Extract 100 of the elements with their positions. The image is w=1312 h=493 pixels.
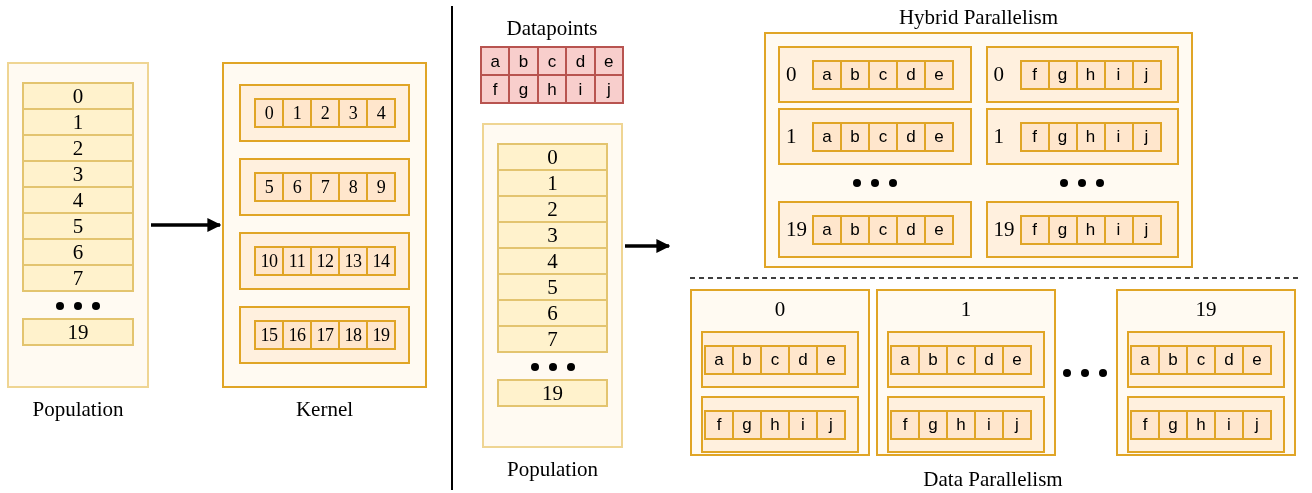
thread-cell: 7	[310, 172, 340, 202]
worker-row	[778, 108, 972, 165]
datapoint-cell: a	[481, 47, 510, 75]
datapoint-cell: a	[704, 344, 734, 375]
datapoint-cell: f	[481, 75, 510, 103]
individual-cell: 2	[497, 195, 608, 223]
datapoint-cell: b	[732, 344, 762, 375]
thread-cell: 18	[338, 320, 368, 350]
batch-row	[1127, 331, 1285, 388]
datapoint-cell: g	[1047, 59, 1078, 90]
datapoint-cell: e	[924, 214, 954, 245]
datapoint-cell: e	[816, 344, 846, 375]
worker-row	[778, 201, 972, 258]
thread-block	[239, 232, 410, 290]
datapoint-cell: j	[1131, 121, 1162, 152]
table-heading: Datapoints	[506, 15, 598, 41]
thread-cell: 11	[282, 246, 312, 276]
datapoint-cell: j	[816, 409, 846, 440]
datapoint-cell: i	[788, 409, 818, 440]
datapoint-cell: j	[594, 75, 623, 103]
thread-block	[239, 158, 410, 216]
datapoint-cell: h	[537, 75, 567, 103]
section-caption: Data Parallelism	[923, 467, 1063, 492]
datapoint-cell: c	[868, 121, 898, 152]
datapoint-cell: i	[1103, 59, 1134, 90]
datapoint-cell: f	[1019, 214, 1050, 245]
datapoint-cell: c	[1186, 344, 1216, 375]
datapoint-cell: g	[732, 409, 762, 440]
individual-cell: 4	[22, 186, 134, 214]
panel-caption: Kernel	[295, 396, 354, 422]
worker-row	[985, 108, 1179, 165]
individual-cell: 5	[22, 212, 134, 240]
datapoint-cell: d	[788, 344, 818, 375]
datapoint-cell: b	[840, 214, 870, 245]
panel-heading: 0	[774, 296, 786, 323]
datapoint-cell: d	[566, 47, 595, 75]
panel-caption: Population	[32, 396, 124, 422]
row-number: 1	[993, 126, 1005, 147]
row-number: 19	[993, 219, 1016, 240]
thread-cell: 2	[310, 98, 340, 128]
datapoint-cell: c	[946, 344, 976, 375]
datapoint-cell: g	[1047, 214, 1078, 245]
individual-cell: 19	[497, 379, 608, 407]
datapoint-cell: b	[840, 59, 870, 90]
individual-cell: 1	[497, 169, 608, 197]
individual-cell: 19	[22, 318, 134, 346]
datapoint-cell: c	[537, 47, 567, 75]
datapoint-cell: h	[1075, 121, 1106, 152]
datapoint-cell: g	[1158, 409, 1188, 440]
row-number: 0	[993, 64, 1005, 85]
datapoint-cell: i	[1103, 121, 1134, 152]
datapoint-cell: b	[918, 344, 948, 375]
datapoint-cell: h	[1075, 59, 1106, 90]
arrow	[151, 218, 222, 232]
panel-heading: 1	[960, 296, 972, 323]
thread-block	[239, 84, 410, 142]
datapoint-cell: i	[566, 75, 595, 103]
datapoint-cell: h	[760, 409, 790, 440]
individual-cell: 5	[497, 273, 608, 301]
worker-panel	[690, 289, 870, 456]
datapoint-cell: h	[1186, 409, 1216, 440]
datapoint-cell: j	[1131, 59, 1162, 90]
individual-cell: 7	[497, 325, 608, 353]
thread-block	[239, 306, 410, 364]
individual-cell: 6	[22, 238, 134, 266]
thread-cell: 19	[366, 320, 396, 350]
thread-cell: 4	[366, 98, 396, 128]
datapoint-cell: d	[896, 121, 926, 152]
datapoint-cell: a	[890, 344, 920, 375]
individual-cell: 2	[22, 134, 134, 162]
individual-cell: 3	[497, 221, 608, 249]
datapoint-cell: d	[1214, 344, 1244, 375]
panel-caption: Population	[507, 456, 598, 482]
datapoint-cell: e	[1242, 344, 1272, 375]
individual-cell: 7	[22, 264, 134, 292]
thread-cell: 5	[254, 172, 284, 202]
thread-cell: 1	[282, 98, 312, 128]
datapoint-cell: j	[1242, 409, 1272, 440]
row-number: 1	[786, 126, 798, 147]
datapoint-cell: i	[974, 409, 1004, 440]
batch-row	[701, 331, 859, 388]
row-number: 19	[786, 219, 808, 240]
datapoint-cell: f	[1019, 59, 1050, 90]
thread-cell: 16	[282, 320, 312, 350]
panel-heading: Hybrid Parallelism	[898, 4, 1059, 30]
datapoint-cell: d	[896, 214, 926, 245]
datapoint-cell: a	[812, 59, 842, 90]
individual-cell: 0	[497, 143, 608, 171]
datapoint-cell: a	[1130, 344, 1160, 375]
thread-cell: 17	[310, 320, 340, 350]
datapoint-cell: a	[812, 214, 842, 245]
datapoint-cell: d	[896, 59, 926, 90]
individual-cell: 3	[22, 160, 134, 188]
individual-cell: 0	[22, 82, 134, 110]
datapoint-cell: e	[594, 47, 623, 75]
thread-cell: 3	[338, 98, 368, 128]
worker-row	[778, 46, 972, 103]
datapoint-cell: c	[760, 344, 790, 375]
thread-cell: 8	[338, 172, 368, 202]
row-number: 0	[786, 64, 798, 85]
